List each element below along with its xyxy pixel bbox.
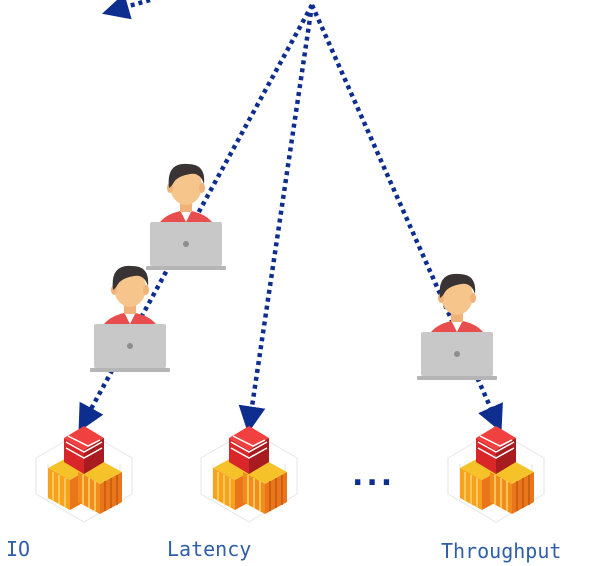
arrow-top-left	[102, 0, 151, 20]
database-cube-stack-icon	[447, 425, 545, 523]
ellipsis-more: ...	[352, 458, 396, 493]
latency-label: Latency	[167, 537, 252, 561]
database-cube-stack-icon	[200, 425, 298, 523]
io-label: IO	[6, 537, 31, 561]
arrow-to-latency	[238, 4, 315, 434]
user-with-laptop-icon	[90, 265, 170, 372]
user-with-laptop-icon	[417, 273, 497, 380]
throughput-label: Throughput	[441, 539, 562, 563]
database-cube-stack-icon	[35, 425, 133, 523]
